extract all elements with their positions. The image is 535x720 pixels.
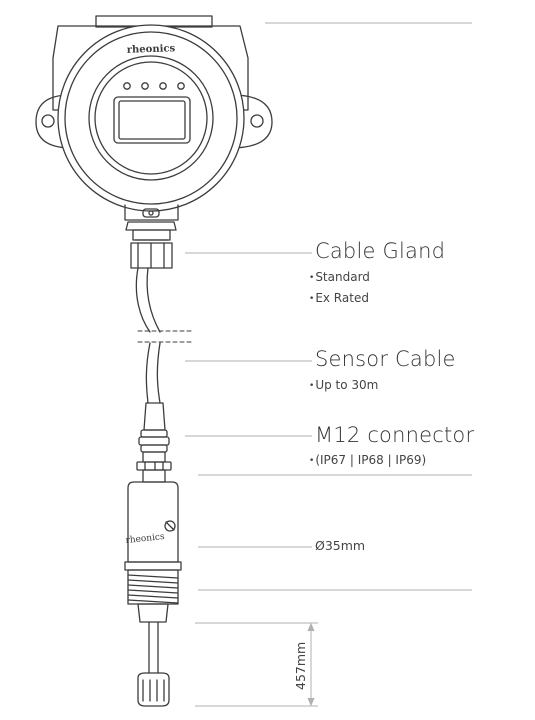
housing-logo: rheonics [127, 43, 176, 56]
sensor-cable-title: Sensor Cable [315, 347, 456, 371]
sensor-cable-length: Up to 30m [309, 378, 378, 392]
keypad-button [141, 82, 149, 90]
sensor-cable-upper [135, 267, 151, 333]
mounting-hole-left [41, 114, 55, 128]
cable-gland-title: Cable Gland [315, 239, 446, 263]
sensor-tip [137, 672, 170, 707]
mounting-ear-right [229, 94, 273, 149]
cable-gland-option: Standard [309, 270, 370, 284]
mounting-ear-left [35, 94, 73, 149]
keypad-button [159, 82, 167, 90]
cable-gland [125, 221, 177, 269]
insertion-length-label: 457mm [293, 641, 308, 690]
mounting-hole-right [250, 114, 264, 128]
m12-ip-rating: (IP67 | IP68 | IP69) [309, 453, 426, 467]
m12-connector [136, 402, 172, 483]
transmitter-housing [35, 15, 273, 221]
diameter-label: Ø35mm [315, 538, 366, 553]
sensor-body [124, 481, 182, 707]
keypad-button [177, 82, 185, 90]
display-window [113, 96, 191, 144]
m12-connector-title: M12 connector [315, 423, 475, 447]
sensor-badge [164, 520, 176, 532]
cable-gland-option: Ex Rated [309, 291, 369, 305]
keypad-button [123, 82, 131, 90]
sensor-logo: rheonics [125, 532, 165, 546]
sensor-cable-lower [145, 342, 151, 404]
